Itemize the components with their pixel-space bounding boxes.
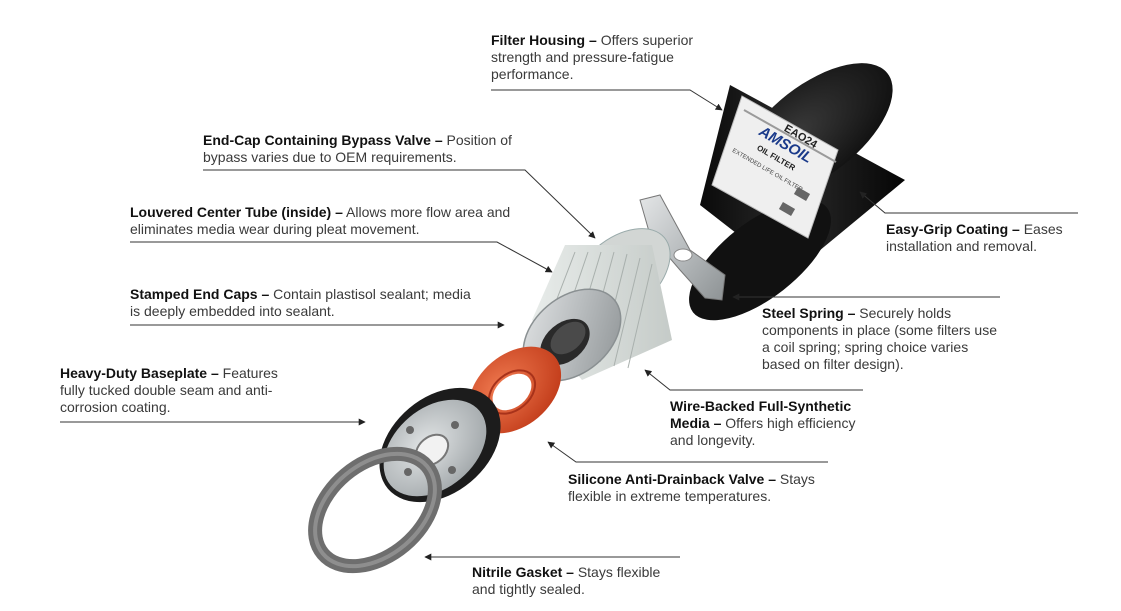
label-easy-grip-title: Easy-Grip Coating –: [886, 221, 1020, 237]
filter-housing: EAO24 AMSOIL OIL FILTER EXTENDED LIFE OI…: [689, 63, 905, 321]
label-gasket-title: Nitrile Gasket –: [472, 564, 574, 580]
leader-center-tube: [130, 241, 553, 273]
label-easy-grip-desc: Eases installation and removal.: [886, 221, 1063, 254]
label-center-tube-desc: Allows more flow area and eliminates med…: [130, 204, 511, 237]
label-gasket-desc: Stays flexible and tightly sealed.: [472, 564, 661, 597]
label-stamped-caps-desc: Contain plastisol sealant; media is deep…: [130, 286, 471, 319]
label-filter-housing-desc: Offers superior strength and pressure-fa…: [491, 32, 694, 82]
label-filter-housing-title: Filter Housing –: [491, 32, 597, 48]
nitrile-gasket: [308, 446, 442, 574]
label-end-cap-desc: Position of bypass varies due to OEM req…: [203, 132, 512, 165]
leader-end-cap: [203, 169, 596, 239]
leader-media: [644, 369, 863, 391]
label-baseplate: Heavy-Duty Baseplate – Features fully tu…: [60, 365, 305, 416]
label-steel-spring-title: Steel Spring –: [762, 305, 856, 321]
label-media-desc: Offers high efficiency and longevity.: [670, 415, 856, 448]
baseplate: [379, 387, 501, 503]
label-media: Wire-Backed Full-Synthetic Media – Offer…: [670, 398, 875, 449]
label-drainback-desc: Stays flexible in extreme temperatures.: [568, 471, 815, 504]
label-center-tube-title: Louvered Center Tube (inside) –: [130, 204, 343, 220]
label-baseplate-title: Heavy-Duty Baseplate –: [60, 365, 219, 381]
label-center-tube: Louvered Center Tube (inside) – Allows m…: [130, 204, 525, 238]
label-stamped-caps-title: Stamped End Caps –: [130, 286, 270, 302]
label-steel-spring-desc: Securely holds components in place (some…: [762, 305, 997, 372]
label-easy-grip: Easy-Grip Coating – Eases installation a…: [886, 221, 1096, 255]
anti-drainback-valve: [468, 346, 562, 434]
label-drainback-title: Silicone Anti-Drainback Valve –: [568, 471, 777, 487]
label-baseplate-desc: Features fully tucked double seam and an…: [60, 365, 278, 415]
label-media-title: Wire-Backed Full-Synthetic Media –: [670, 398, 852, 431]
label-filter-housing: Filter Housing – Offers superior strengt…: [491, 32, 716, 83]
leader-drainback: [547, 441, 828, 463]
leader-filter-housing: [491, 89, 723, 111]
label-drainback: Silicone Anti-Drainback Valve – Stays fl…: [568, 471, 843, 505]
leader-lines: [60, 89, 1078, 561]
label-end-cap: End-Cap Containing Bypass Valve – Positi…: [203, 132, 533, 166]
leader-easy-grip: [859, 191, 1078, 214]
label-stamped-caps: Stamped End Caps – Contain plastisol sea…: [130, 286, 475, 320]
label-end-cap-title: End-Cap Containing Bypass Valve –: [203, 132, 443, 148]
label-steel-spring: Steel Spring – Securely holds components…: [762, 305, 1007, 373]
label-gasket: Nitrile Gasket – Stays flexible and tigh…: [472, 564, 687, 598]
